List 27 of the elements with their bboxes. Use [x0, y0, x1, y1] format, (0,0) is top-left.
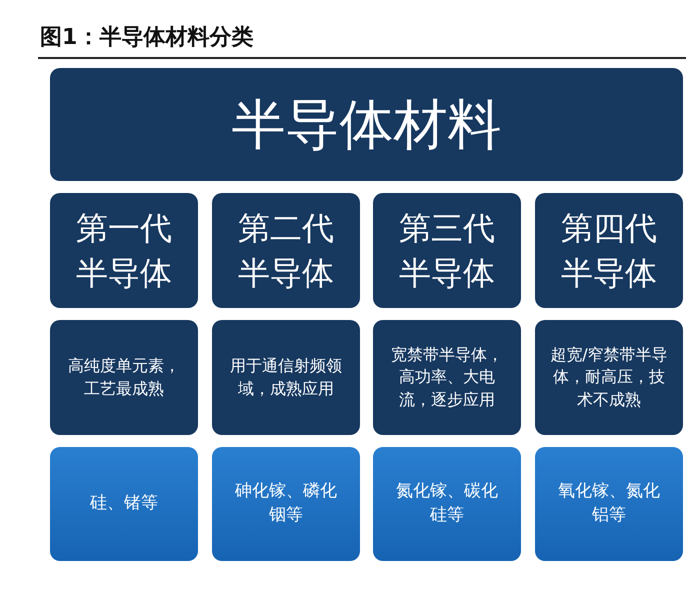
generation-label: 第一代半导体 — [75, 208, 173, 294]
generation-label: 第四代半导体 — [560, 208, 658, 294]
generation-box — [212, 193, 360, 308]
description-box — [373, 320, 521, 435]
generation-box — [50, 193, 198, 308]
material-text: 氮化镓、碳化硅等 — [395, 480, 499, 527]
description-box — [50, 320, 198, 435]
figure-title: 图1：半导体材料分类 — [40, 24, 254, 52]
material-text: 硅、锗等 — [89, 492, 159, 516]
material-box — [535, 447, 683, 561]
description-box — [535, 320, 683, 435]
description-text: 高纯度单元素，工艺最成熟 — [67, 355, 181, 400]
description-text: 超宽/窄禁带半导体，耐高压，技术不成熟 — [549, 344, 669, 411]
generation-box — [535, 193, 683, 308]
material-box — [373, 447, 521, 561]
generation-box — [373, 193, 521, 308]
material-box — [50, 447, 198, 561]
description-box — [212, 320, 360, 435]
header-box — [50, 68, 683, 181]
generation-label: 第二代半导体 — [237, 208, 335, 294]
header-text: 半导体材料 — [230, 92, 502, 158]
generation-label: 第三代半导体 — [398, 208, 496, 294]
material-text: 砷化镓、磷化铟等 — [234, 480, 338, 527]
description-text: 宽禁带半导体，高功率、大电流，逐步应用 — [390, 344, 504, 411]
material-box — [212, 447, 360, 561]
material-text: 氧化镓、氮化铝等 — [557, 480, 661, 527]
description-text: 用于通信射频领域，成熟应用 — [229, 355, 343, 400]
